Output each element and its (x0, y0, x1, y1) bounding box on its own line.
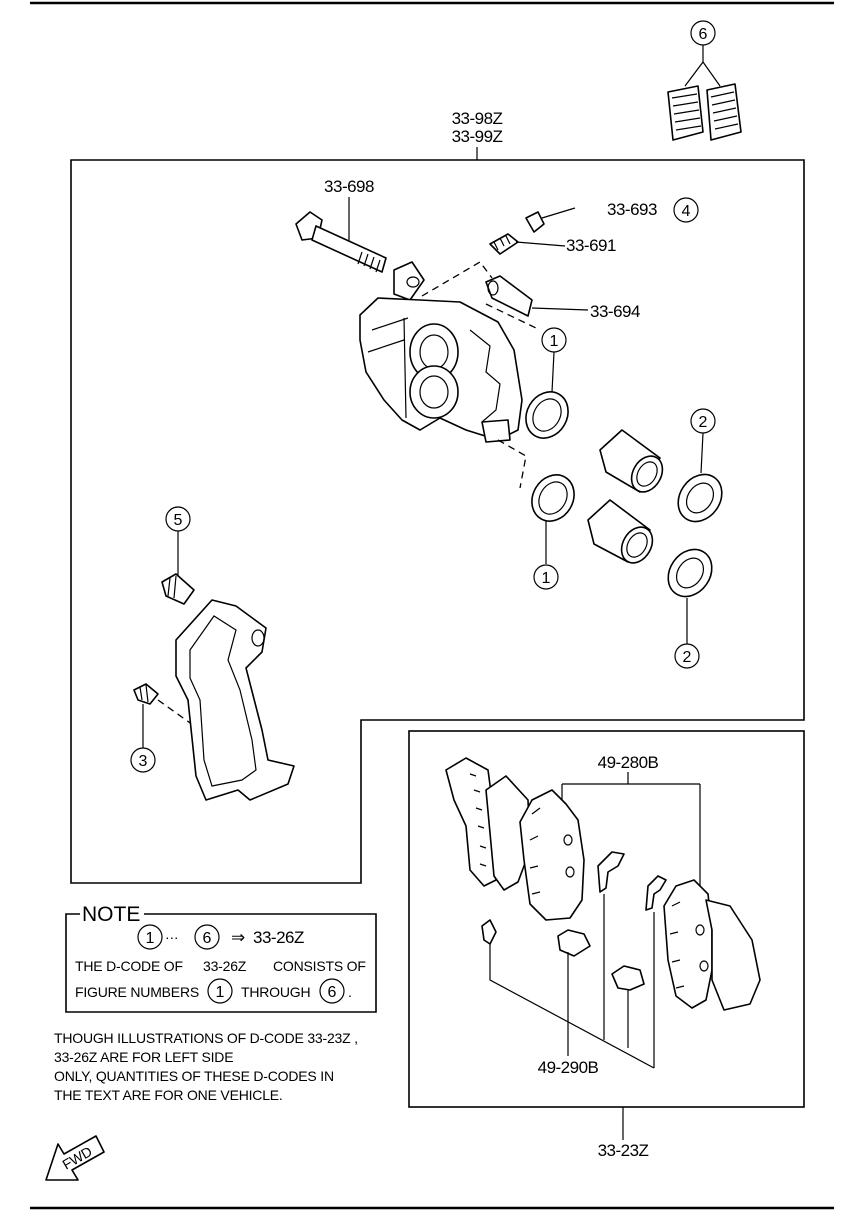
caliper-kit-frame (70, 159, 805, 884)
grease-packet-group: 6 (667, 20, 742, 141)
bracket-bleeder: 3 (130, 683, 215, 773)
guide-bushing: 5 (161, 506, 195, 605)
callout-4: 4 (682, 203, 691, 220)
fwd-arrow-icon: FWD (45, 1135, 105, 1181)
shims-label: 49-290B (538, 1058, 599, 1077)
pad-set-label: 33-23Z (598, 1141, 649, 1160)
callout-circle-1-lower (533, 564, 559, 590)
note-box: NOTE 1 ··· 6 ⇒ 33-26Z THE D-CODE OF 33-2… (65, 903, 377, 1013)
remark-line-3: ONLY, QUANTITIES OF THESE D-CODES IN (54, 1068, 334, 1084)
piston-lower (587, 499, 654, 564)
callout-circle-3 (130, 747, 156, 773)
remark-line-2: 33-26Z ARE FOR LEFT SIDE (54, 1049, 233, 1065)
note-range-sep: ··· (165, 929, 178, 945)
callout-1-lower: 1 (542, 570, 551, 587)
callout-circle-2-upper (690, 408, 716, 434)
piston-seal-lower: 1 (531, 474, 575, 590)
remark-line-1: THOUGH ILLUSTRATIONS OF D-CODE 33-23Z , (54, 1030, 358, 1046)
pad-clip-upper (597, 851, 667, 911)
note-range-end: 6 (203, 930, 212, 947)
caliper-body (359, 261, 537, 489)
guide-bolt: 33-698 (295, 177, 387, 273)
cap-label: 33-693 (607, 200, 657, 219)
callout-2-upper: 2 (699, 414, 708, 431)
kit-code-2: 33-99Z (452, 127, 503, 146)
bleeder-label: 33-691 (566, 236, 616, 255)
dust-boot-lower: 2 (667, 548, 713, 669)
guide-pin: 33-694 (485, 275, 640, 321)
note-line2-code: 33-26Z (203, 958, 247, 974)
note-line3-mid: THROUGH (241, 984, 310, 1000)
callout-circle-1-upper (541, 327, 567, 353)
note-line2-b: CONSISTS OF (273, 958, 366, 974)
note-range-code: 33-26Z (253, 928, 304, 947)
grease-packet-left (667, 85, 704, 141)
pad-set-frame (408, 730, 805, 1108)
note-range-start: 1 (146, 930, 155, 947)
callout-circle-4 (673, 197, 699, 223)
pin-label: 33-694 (590, 302, 640, 321)
brake-pad-inner (663, 879, 761, 1011)
remark-line-4: THE TEXT ARE FOR ONE VEHICLE. (54, 1087, 283, 1103)
pads-label: 49-280B (598, 753, 659, 772)
callout-circle-2-lower (674, 643, 700, 669)
brake-pad-outer (519, 789, 585, 921)
pad-shim-outer (445, 757, 531, 891)
callout-2-lower: 2 (683, 649, 692, 666)
caliper-bracket (175, 599, 295, 801)
remark-text: THOUGH ILLUSTRATIONS OF D-CODE 33-23Z , … (54, 1030, 358, 1103)
pad-clips-lower (481, 919, 645, 991)
note-line2-a: THE D-CODE OF (75, 958, 183, 974)
note-line3-dot: . (348, 984, 352, 1000)
guide-sleeve (393, 261, 425, 301)
dust-boot-upper: 2 (677, 408, 723, 523)
note-arrow: ⇒ (231, 928, 245, 947)
piston-upper (599, 429, 664, 493)
callout-3: 3 (139, 753, 148, 770)
bleeder-cap: 33-693 4 (525, 197, 699, 233)
grease-packet-right (706, 83, 742, 141)
callout-1-upper: 1 (550, 333, 559, 350)
piston-seal-upper: 1 (525, 327, 569, 439)
kit-code-1: 33-98Z (452, 109, 503, 128)
note-line3-end: 6 (328, 984, 337, 1001)
note-title: NOTE (82, 903, 140, 926)
note-line3-a: FIGURE NUMBERS (75, 984, 199, 1000)
callout-5: 5 (174, 512, 183, 529)
note-line3-start: 1 (216, 984, 225, 1001)
callout-6-top: 6 (699, 26, 708, 43)
bleeder-screw: 33-691 (489, 233, 616, 255)
bolt-label: 33-698 (324, 177, 374, 196)
